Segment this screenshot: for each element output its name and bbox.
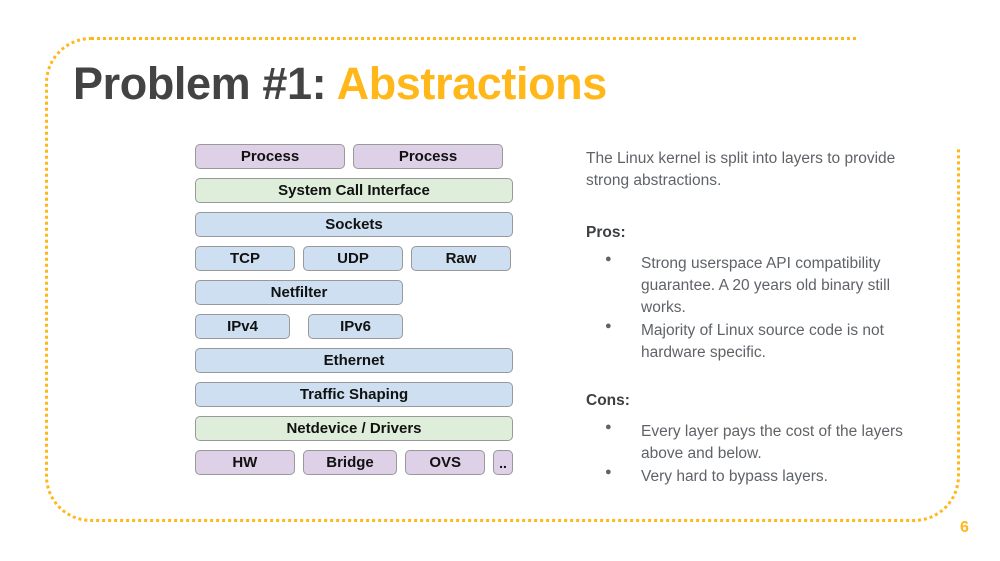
stack-row: HW Bridge OVS ..	[195, 450, 513, 475]
stack-row: Process Process	[195, 144, 513, 169]
stack-row: Sockets	[195, 212, 513, 237]
cons-list: Every layer pays the cost of the layers …	[586, 420, 926, 488]
list-item: Majority of Linux source code is not har…	[586, 319, 926, 364]
stack-row: System Call Interface	[195, 178, 513, 203]
list-item: Every layer pays the cost of the layers …	[586, 420, 926, 465]
frame-notch	[856, 28, 974, 148]
page-title: Problem #1: Abstractions	[73, 58, 607, 110]
page-number: 6	[960, 519, 969, 536]
explanation-column: The Linux kernel is split into layers to…	[586, 148, 926, 514]
intro-paragraph: The Linux kernel is split into layers to…	[586, 150, 896, 189]
stack-row: Netdevice / Drivers	[195, 416, 513, 441]
stack-row: Ethernet	[195, 348, 513, 373]
list-item: Very hard to bypass layers.	[586, 465, 926, 488]
list-item: Strong userspace API compatibility guara…	[586, 252, 926, 319]
stack-box-system-call-interface: System Call Interface	[195, 178, 513, 203]
stack-box-ipv4: IPv4	[195, 314, 290, 339]
stack-box-process-2: Process	[353, 144, 503, 169]
kernel-layer-stack-diagram: Process Process System Call Interface So…	[195, 144, 513, 484]
stack-box-traffic-shaping: Traffic Shaping	[195, 382, 513, 407]
page-title-prefix: Problem #1:	[73, 58, 327, 109]
stack-row: TCP UDP Raw	[195, 246, 513, 271]
stack-box-tcp: TCP	[195, 246, 295, 271]
stack-box-process-1: Process	[195, 144, 345, 169]
stack-box-netfilter: Netfilter	[195, 280, 403, 305]
page-title-accent: Abstractions	[336, 58, 608, 109]
stack-row: IPv4 IPv6	[195, 314, 513, 339]
stack-box-udp: UDP	[303, 246, 403, 271]
stack-box-ovs: OVS	[405, 450, 486, 475]
stack-row: Traffic Shaping	[195, 382, 513, 407]
stack-box-sockets: Sockets	[195, 212, 513, 237]
stack-box-bridge: Bridge	[302, 450, 398, 475]
pros-list: Strong userspace API compatibility guara…	[586, 252, 926, 364]
stack-box-ethernet: Ethernet	[195, 348, 513, 373]
stack-row: Netfilter	[195, 280, 513, 305]
stack-box-hw: HW	[195, 450, 295, 475]
pros-heading: Pros:	[586, 224, 626, 241]
stack-box-netdevice-drivers: Netdevice / Drivers	[195, 416, 513, 441]
stack-box-more: ..	[493, 450, 513, 475]
stack-box-ipv6: IPv6	[308, 314, 403, 339]
cons-heading: Cons:	[586, 392, 630, 409]
stack-box-raw: Raw	[411, 246, 511, 271]
